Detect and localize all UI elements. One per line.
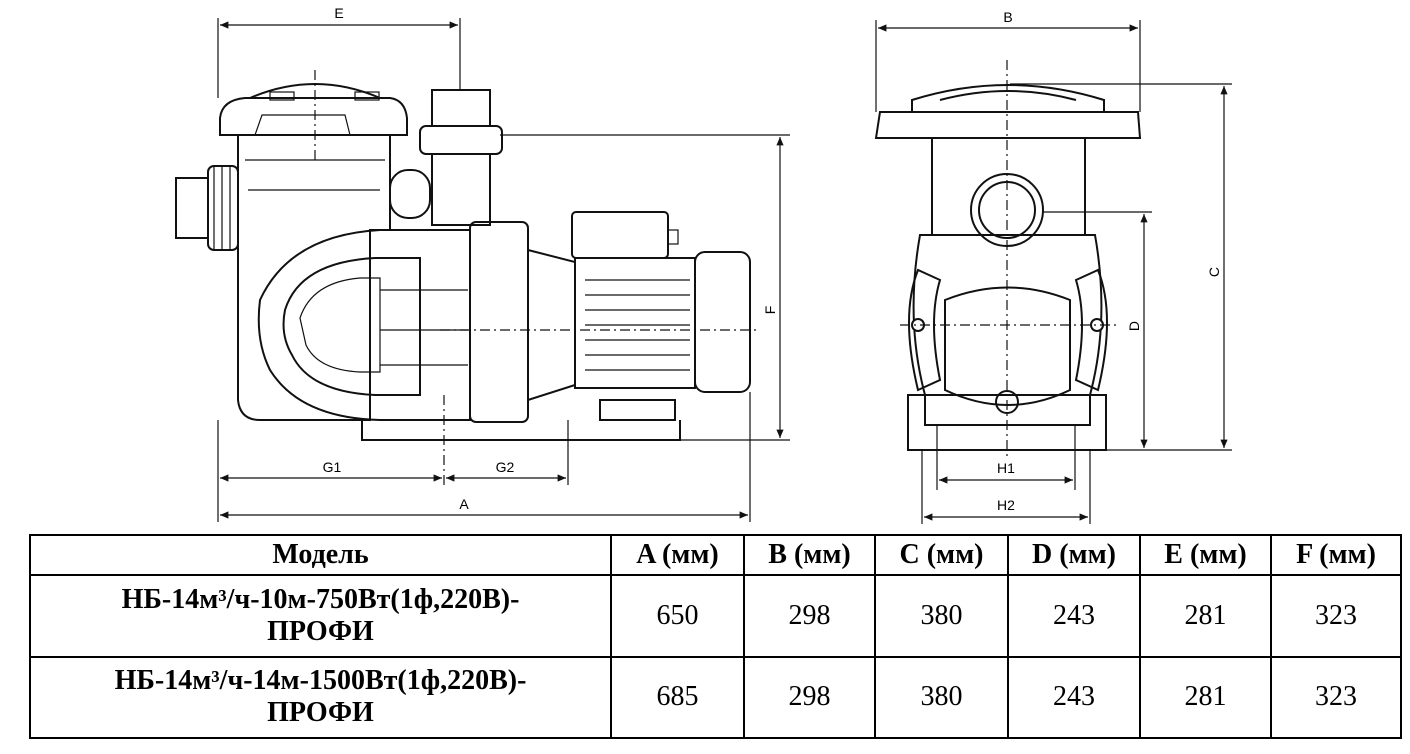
dim-label-b: B xyxy=(1003,9,1012,25)
cell-model: НБ-14м³/ч-14м-1500Вт(1ф,220В)- ПРОФИ xyxy=(29,655,612,739)
cell-f: 323 xyxy=(1270,574,1402,658)
header-b: B (мм) xyxy=(743,534,876,576)
front-view: B C D H1 H2 xyxy=(874,9,1232,524)
header-c: C (мм) xyxy=(874,534,1009,576)
cell-a: 650 xyxy=(610,574,745,658)
dim-label-c: C xyxy=(1206,267,1222,277)
cell-b: 298 xyxy=(743,574,876,658)
table-row: НБ-14м³/ч-14м-1500Вт(1ф,220В)- ПРОФИ 685… xyxy=(29,655,1402,739)
dim-label-e: E xyxy=(334,5,343,21)
cell-c: 380 xyxy=(874,574,1009,658)
dim-label-d: D xyxy=(1126,321,1142,331)
model-line1: НБ-14м³/ч-10м-750Вт(1ф,220В)- xyxy=(121,583,520,615)
dim-label-h1: H1 xyxy=(997,460,1015,476)
table-header-row: Модель A (мм) B (мм) C (мм) D (мм) E (мм… xyxy=(29,534,1402,576)
side-view: E F G1 G2 A xyxy=(175,5,790,522)
model-line2: ПРОФИ xyxy=(267,615,374,647)
cell-e: 281 xyxy=(1139,655,1272,739)
header-a: A (мм) xyxy=(610,534,745,576)
header-e: E (мм) xyxy=(1139,534,1272,576)
specifications-table: Модель A (мм) B (мм) C (мм) D (мм) E (мм… xyxy=(29,534,1402,739)
table-row: НБ-14м³/ч-10м-750Вт(1ф,220В)- ПРОФИ 650 … xyxy=(29,574,1402,658)
cell-d: 243 xyxy=(1007,574,1141,658)
cell-c: 380 xyxy=(874,655,1009,739)
pump-technical-drawing: E F G1 G2 A xyxy=(175,5,1232,524)
header-model: Модель xyxy=(29,534,612,576)
dim-label-g2: G2 xyxy=(496,459,515,475)
dim-label-h2: H2 xyxy=(997,497,1015,513)
cell-d: 243 xyxy=(1007,655,1141,739)
header-f: F (мм) xyxy=(1270,534,1402,576)
cell-model: НБ-14м³/ч-10м-750Вт(1ф,220В)- ПРОФИ xyxy=(29,574,612,658)
cell-e: 281 xyxy=(1139,574,1272,658)
dim-label-f: F xyxy=(762,306,778,315)
model-line1: НБ-14м³/ч-14м-1500Вт(1ф,220В)- xyxy=(114,665,527,697)
dim-label-a: A xyxy=(459,496,469,512)
header-d: D (мм) xyxy=(1007,534,1141,576)
dim-label-g1: G1 xyxy=(323,459,342,475)
model-line2: ПРОФИ xyxy=(267,697,374,729)
cell-b: 298 xyxy=(743,655,876,739)
cell-f: 323 xyxy=(1270,655,1402,739)
cell-a: 685 xyxy=(610,655,745,739)
